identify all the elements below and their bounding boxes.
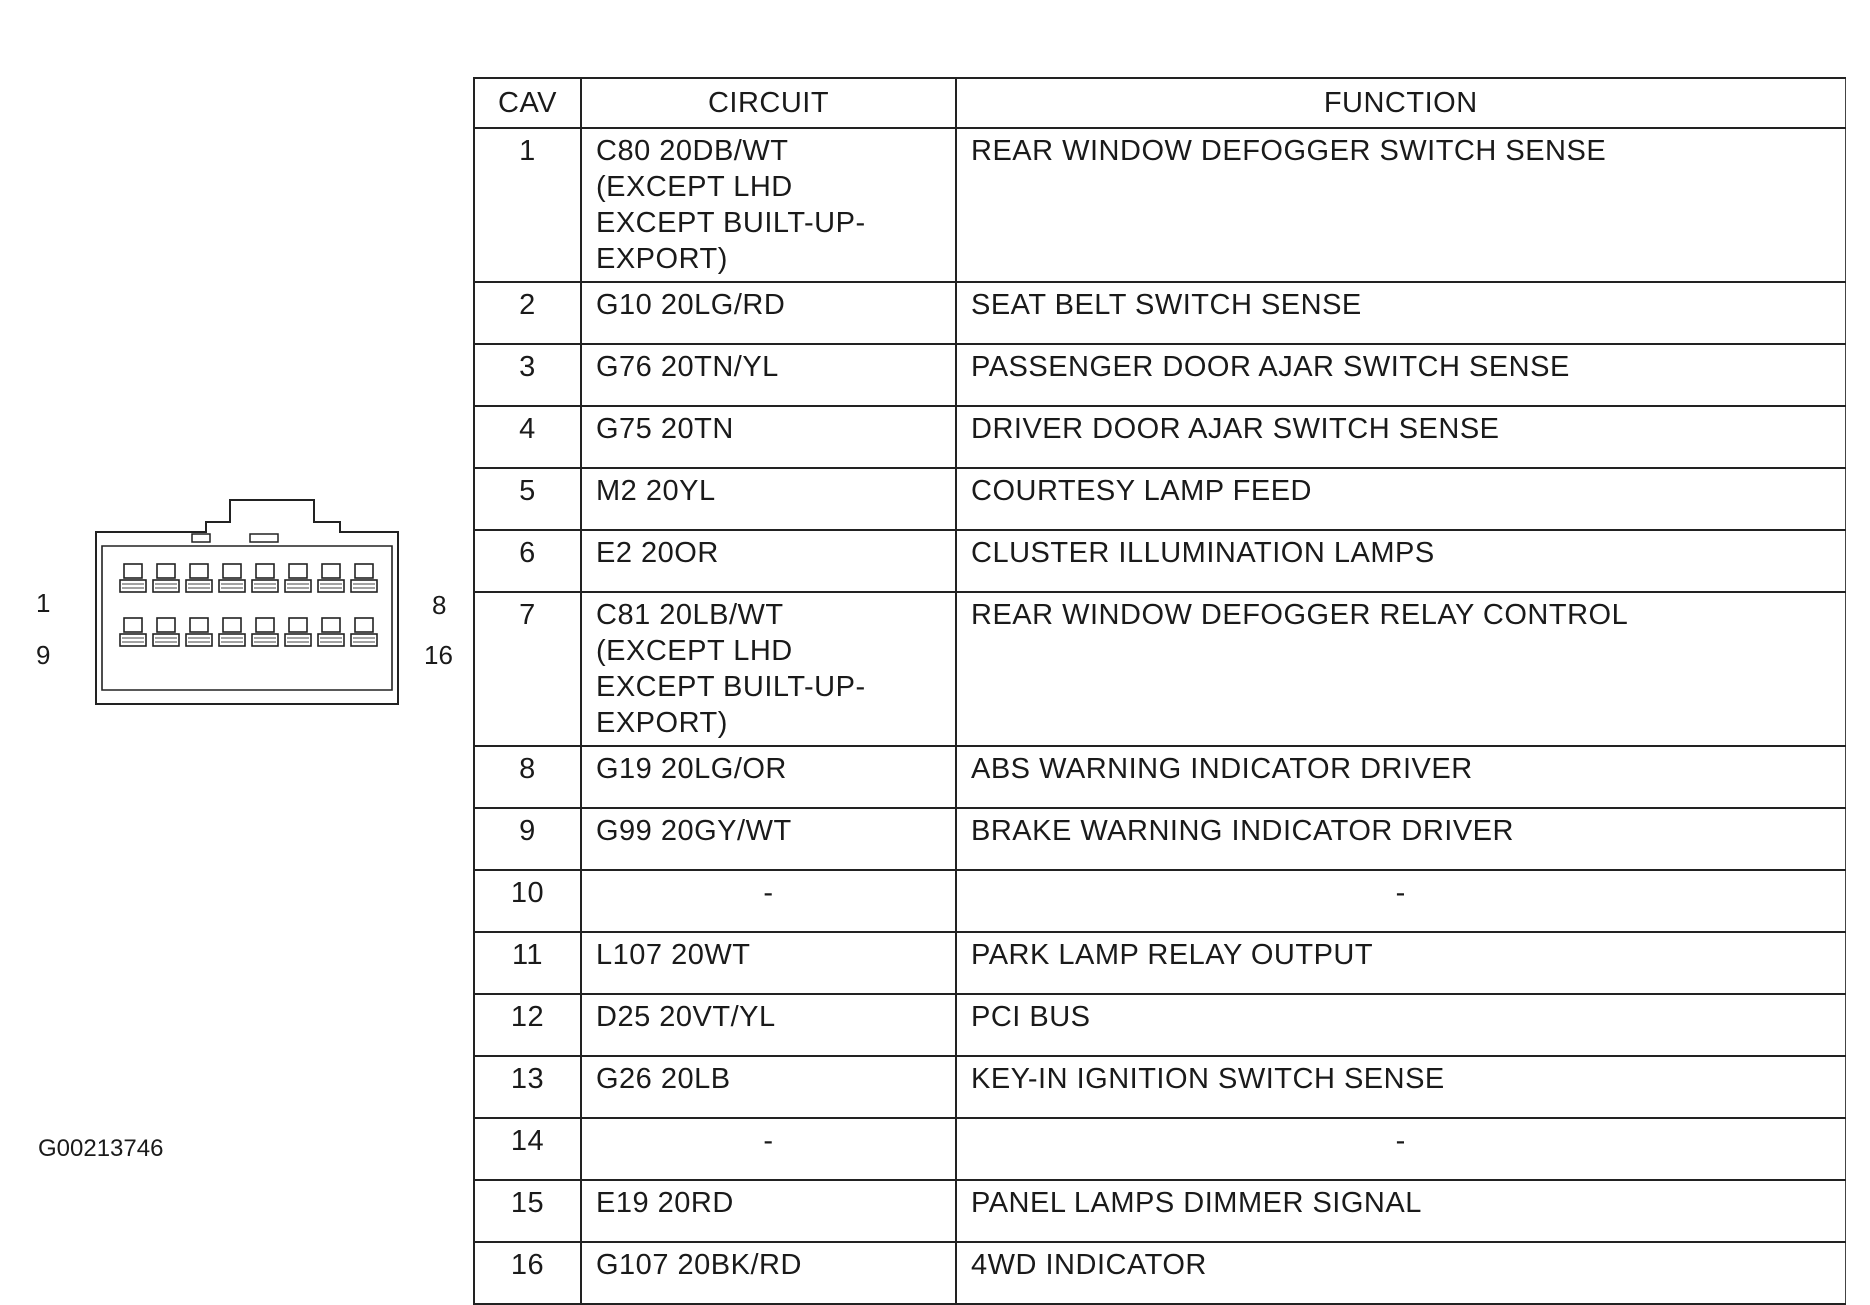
circuit-cell: G107 20BK/RD [580,1241,957,1305]
cav-cell: 7 [473,591,582,747]
connector-pin [218,563,246,593]
function-cell: PASSENGER DOOR AJAR SWITCH SENSE [955,343,1846,407]
function-cell: ABS WARNING INDICATOR DRIVER [955,745,1846,809]
table-row: 10-- [473,869,1846,933]
cav-cell: 12 [473,993,582,1057]
header-function: FUNCTION [955,77,1846,129]
cav-cell: 3 [473,343,582,407]
function-cell: BRAKE WARNING INDICATOR DRIVER [955,807,1846,871]
connector-latch [249,533,279,543]
cav-cell: 13 [473,1055,582,1119]
function-cell: - [955,1117,1846,1181]
function-cell: - [955,869,1846,933]
connector-pin [185,563,213,593]
function-cell: COURTESY LAMP FEED [955,467,1846,531]
circuit-cell: M2 20YL [580,467,957,531]
connector-pin [284,563,312,593]
connector-pin [152,563,180,593]
circuit-cell: C80 20DB/WT (EXCEPT LHD EXCEPT BUILT-UP-… [580,127,957,283]
header-circuit: CIRCUIT [580,77,957,129]
connector-pin [119,563,147,593]
function-cell: CLUSTER ILLUMINATION LAMPS [955,529,1846,593]
connector-latch-small [191,533,211,543]
connector-inner-outline [101,545,393,691]
cav-cell: 11 [473,931,582,995]
cav-cell: 5 [473,467,582,531]
connector-pin [317,617,345,647]
pin-group [119,563,378,647]
pin-label-9: 9 [36,640,51,670]
circuit-cell: L107 20WT [580,931,957,995]
connector-pin [218,617,246,647]
function-cell: SEAT BELT SWITCH SENSE [955,281,1846,345]
connector-pin [284,617,312,647]
function-cell: DRIVER DOOR AJAR SWITCH SENSE [955,405,1846,469]
pin-label-16: 16 [424,640,453,670]
connector-pin [350,563,378,593]
circuit-cell: G99 20GY/WT [580,807,957,871]
cav-cell: 6 [473,529,582,593]
circuit-cell: C81 20LB/WT (EXCEPT LHD EXCEPT BUILT-UP-… [580,591,957,747]
function-cell: PANEL LAMPS DIMMER SIGNAL [955,1179,1846,1243]
connector-pin [119,617,147,647]
cav-cell: 16 [473,1241,582,1305]
function-cell: PCI BUS [955,993,1846,1057]
circuit-cell: G76 20TN/YL [580,343,957,407]
circuit-cell: - [580,869,957,933]
function-cell: REAR WINDOW DEFOGGER RELAY CONTROL [955,591,1846,747]
circuit-cell: - [580,1117,957,1181]
cav-cell: 10 [473,869,582,933]
pin-label-8: 8 [432,590,447,620]
circuit-cell: D25 20VT/YL [580,993,957,1057]
circuit-cell: E19 20RD [580,1179,957,1243]
table-header-row: CAV CIRCUIT FUNCTION [473,77,1846,129]
circuit-cell: G19 20LG/OR [580,745,957,809]
cav-cell: 14 [473,1117,582,1181]
cav-cell: 8 [473,745,582,809]
circuit-cell: G75 20TN [580,405,957,469]
figure-id: G00213746 [38,1135,164,1162]
circuit-cell: E2 20OR [580,529,957,593]
function-cell: REAR WINDOW DEFOGGER SWITCH SENSE [955,127,1846,283]
table-row: 14-- [473,1117,1846,1181]
function-cell: PARK LAMP RELAY OUTPUT [955,931,1846,995]
header-cav: CAV [473,77,582,129]
connector-face-svg [95,499,399,705]
cav-cell: 15 [473,1179,582,1243]
cav-cell: 4 [473,405,582,469]
circuit-cell: G26 20LB [580,1055,957,1119]
connector-pin [251,563,279,593]
cav-cell: 1 [473,127,582,283]
connector-housing [95,499,399,705]
connector-pin [350,617,378,647]
connector-pin [251,617,279,647]
connector-pin [317,563,345,593]
function-cell: 4WD INDICATOR [955,1241,1846,1305]
cav-cell: 2 [473,281,582,345]
circuit-cell: G10 20LG/RD [580,281,957,345]
function-cell: KEY-IN IGNITION SWITCH SENSE [955,1055,1846,1119]
connector-pin [185,617,213,647]
pin-label-1: 1 [36,588,51,618]
connector-pin [152,617,180,647]
cav-cell: 9 [473,807,582,871]
